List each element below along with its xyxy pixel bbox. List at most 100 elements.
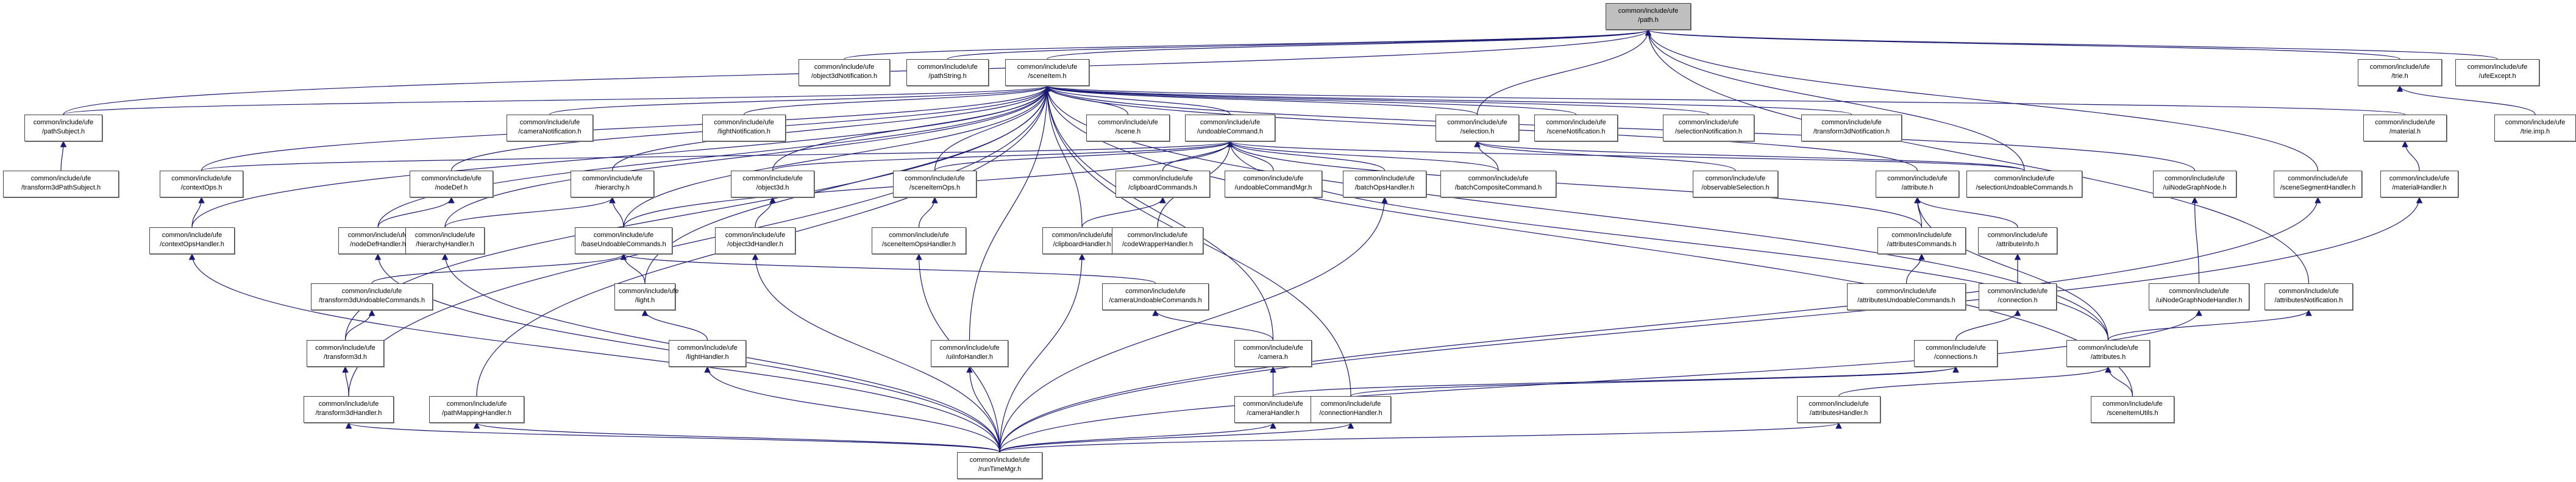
node-prefix: common/include/ufe xyxy=(1891,232,1952,239)
node-path[interactable]: common/include/ufe/path.h xyxy=(1606,3,1691,30)
node-baseUndoableCommands[interactable]: common/include/ufe/baseUndoableCommands.… xyxy=(575,227,672,254)
edge-runTimeMgr-to-pathMappingHandler xyxy=(473,422,1000,453)
edge-attributes-to-attribute xyxy=(1914,196,2109,341)
node-cameraNotification[interactable]: common/include/ufe/cameraNotification.h xyxy=(507,115,593,141)
node-prefix: common/include/ufe xyxy=(1546,119,1606,126)
node-nodeDef[interactable]: common/include/ufe/nodeDef.h xyxy=(410,171,493,197)
node-prefix: common/include/ufe xyxy=(742,175,803,182)
edge-attributesNotification-to-path xyxy=(1645,29,2310,284)
node-hierarchy[interactable]: common/include/ufe/hierarchy.h xyxy=(571,171,654,197)
node-light[interactable]: common/include/ufe/light.h xyxy=(614,283,678,310)
node-attributesNotification[interactable]: common/include/ufe/attributesNotificatio… xyxy=(2265,283,2353,310)
node-sceneItem[interactable]: common/include/ufe/sceneItem.h xyxy=(1005,59,1089,86)
node-object3d[interactable]: common/include/ufe/object3d.h xyxy=(731,171,814,197)
node-filename: /object3dNotification.h xyxy=(811,73,878,80)
node-filename: /attributesUndoableCommands.h xyxy=(1857,297,1955,304)
node-transform3dHandler[interactable]: common/include/ufe/transform3dHandler.h xyxy=(304,396,394,423)
node-ufeExcept[interactable]: common/include/ufe/ufeExcept.h xyxy=(2455,59,2539,86)
node-attributesUndoableCommands[interactable]: common/include/ufe/attributesUndoableCom… xyxy=(1847,283,1966,310)
node-selectionNotification[interactable]: common/include/ufe/selectionNotification… xyxy=(1663,115,1754,141)
node-materialHandler[interactable]: common/include/ufe/materialHandler.h xyxy=(2380,171,2458,197)
node-filename: /transform3d.h xyxy=(324,353,367,361)
node-observableSelection[interactable]: common/include/ufe/observableSelection.h xyxy=(1693,171,1778,197)
node-prefix: common/include/ufe xyxy=(969,456,1030,464)
edge-transform3d-to-transform3dUndoableCommands xyxy=(344,309,375,341)
edge-cameraUndoableCommands-to-baseUndoableCommands xyxy=(620,253,1156,284)
node-prefix: common/include/ufe xyxy=(415,232,475,239)
node-attributes[interactable]: common/include/ufe/attributes.h xyxy=(2066,340,2150,367)
node-connections[interactable]: common/include/ufe/connections.h xyxy=(1914,340,1998,367)
node-undoableCommandMgr[interactable]: common/include/ufe/undoableCommandMgr.h xyxy=(1225,171,1322,197)
node-attributesCommands[interactable]: common/include/ufe/attributesCommands.h xyxy=(1877,227,1966,254)
node-cameraUndoableCommands[interactable]: common/include/ufe/cameraUndoableCommand… xyxy=(1102,283,1209,310)
node-contextOps[interactable]: common/include/ufe/contextOps.h xyxy=(160,171,243,197)
edge-batchCompositeCommand-to-selection xyxy=(1474,140,1499,171)
edge-runTimeMgr-to-lightHandler xyxy=(704,366,1000,453)
edge-runTimeMgr-to-clipboardHandler xyxy=(999,253,1086,453)
edge-runTimeMgr-to-materialHandler xyxy=(999,196,2423,453)
node-filename: /object3d.h xyxy=(756,184,789,191)
node-trie[interactable]: common/include/ufe/trie.h xyxy=(2358,59,2442,86)
node-prefix: common/include/ufe xyxy=(315,344,375,352)
node-selectionUndoableCommands[interactable]: common/include/ufe/selectionUndoableComm… xyxy=(1966,171,2082,197)
node-lightHandler[interactable]: common/include/ufe/lightHandler.h xyxy=(669,340,746,367)
node-pathMappingHandler[interactable]: common/include/ufe/pathMappingHandler.h xyxy=(429,396,524,423)
node-prefix: common/include/ufe xyxy=(1887,175,1948,182)
node-prefix: common/include/ufe xyxy=(593,232,654,239)
node-transform3dNotification[interactable]: common/include/ufe/transform3dNotificati… xyxy=(1801,115,1902,141)
node-contextOpsHandler[interactable]: common/include/ufe/contextOpsHandler.h xyxy=(149,227,235,254)
node-undoableCommand[interactable]: common/include/ufe/undoableCommand.h xyxy=(1185,115,1275,141)
node-pathSubject[interactable]: common/include/ufe/pathSubject.h xyxy=(24,115,102,141)
edge-ufeExcept-to-path xyxy=(1645,29,2498,60)
node-sceneSegmentHandler[interactable]: common/include/ufe/sceneSegmentHandler.h xyxy=(2274,171,2362,197)
node-nodeDefHandler[interactable]: common/include/ufe/nodeDefHandler.h xyxy=(338,227,418,254)
node-clipboardHandler[interactable]: common/include/ufe/clipboardHandler.h xyxy=(1042,227,1122,254)
node-object3dHandler[interactable]: common/include/ufe/object3dHandler.h xyxy=(715,227,795,254)
node-prefix: common/include/ufe xyxy=(714,119,774,126)
node-sceneNotification[interactable]: common/include/ufe/sceneNotification.h xyxy=(1534,115,1618,141)
node-filename: /attributes.h xyxy=(2090,353,2126,361)
node-pathString[interactable]: common/include/ufe/pathString.h xyxy=(906,59,989,86)
node-clipboardCommands[interactable]: common/include/ufe/clipboardCommands.h xyxy=(1115,171,1210,197)
edge-sceneItem-to-path xyxy=(1047,29,1651,60)
node-uiNodeGraphNodeHandler[interactable]: common/include/ufe/uiNodeGraphNodeHandle… xyxy=(2149,283,2249,310)
edge-runTimeMgr-to-connectionHandler xyxy=(999,422,1354,453)
node-codeWrapperHandler[interactable]: common/include/ufe/codeWrapperHandler.h xyxy=(1112,227,1203,254)
edge-hierarchyHandler-to-hierarchy xyxy=(444,196,616,228)
node-attribute[interactable]: common/include/ufe/attribute.h xyxy=(1876,171,1959,197)
node-filename: /lightNotification.h xyxy=(717,128,770,135)
node-object3dNotification[interactable]: common/include/ufe/object3dNotification.… xyxy=(799,59,890,86)
node-prefix: common/include/ufe xyxy=(2467,63,2528,71)
node-transform3dPathSubject[interactable]: common/include/ufe/transform3dPathSubjec… xyxy=(3,171,119,197)
node-lightNotification[interactable]: common/include/ufe/lightNotification.h xyxy=(702,115,786,141)
node-selection[interactable]: common/include/ufe/selection.h xyxy=(1436,115,1519,141)
node-camera[interactable]: common/include/ufe/camera.h xyxy=(1234,340,1312,367)
node-runTimeMgr[interactable]: common/include/ufe/runTimeMgr.h xyxy=(957,452,1042,479)
node-prefix: common/include/ufe xyxy=(2389,175,2450,182)
node-sceneItemOps[interactable]: common/include/ufe/sceneItemOps.h xyxy=(893,171,977,197)
node-transform3d[interactable]: common/include/ufe/transform3d.h xyxy=(307,340,384,367)
node-uiInfoHandler[interactable]: common/include/ufe/uiInfoHandler.h xyxy=(931,340,1008,367)
node-hierarchyHandler[interactable]: common/include/ufe/hierarchyHandler.h xyxy=(405,227,485,254)
node-transform3dUndoableCommands[interactable]: common/include/ufe/transform3dUndoableCo… xyxy=(311,283,433,310)
node-filename: /path.h xyxy=(1638,16,1659,24)
node-batchOpsHandler[interactable]: common/include/ufe/batchOpsHandler.h xyxy=(1343,171,1426,197)
node-cameraHandler[interactable]: common/include/ufe/cameraHandler.h xyxy=(1234,396,1312,423)
node-attributeInfo[interactable]: common/include/ufe/attributeInfo.h xyxy=(1978,227,2057,254)
node-prefix: common/include/ufe xyxy=(1821,119,1882,126)
edge-nodeDefHandler-to-nodeDef xyxy=(377,196,455,228)
node-scene[interactable]: common/include/ufe/scene.h xyxy=(1086,115,1170,141)
node-uiNodeGraphNode[interactable]: common/include/ufe/uiNodeGraphNode.h xyxy=(2153,171,2236,197)
node-prefix: common/include/ufe xyxy=(2102,400,2163,408)
edge-selectionUndoableCommands-to-selection xyxy=(1474,140,2025,171)
node-connectionHandler[interactable]: common/include/ufe/connectionHandler.h xyxy=(1311,396,1391,423)
node-batchCompositeCommand[interactable]: common/include/ufe/batchCompositeCommand… xyxy=(1440,171,1556,197)
node-sceneItemUtils[interactable]: common/include/ufe/sceneItemUtils.h xyxy=(2091,396,2174,423)
node-trieImp[interactable]: common/include/ufe/trie.imp.h xyxy=(2494,115,2576,141)
node-attributesHandler[interactable]: common/include/ufe/attributesHandler.h xyxy=(1797,396,1880,423)
node-filename: /codeWrapperHandler.h xyxy=(1122,241,1193,248)
node-material[interactable]: common/include/ufe/material.h xyxy=(2363,115,2447,141)
node-sceneItemOpsHandler[interactable]: common/include/ufe/sceneItemOpsHandler.h xyxy=(872,227,966,254)
node-filename: /contextOps.h xyxy=(180,184,222,191)
node-connection[interactable]: common/include/ufe/connection.h xyxy=(1979,283,2057,310)
